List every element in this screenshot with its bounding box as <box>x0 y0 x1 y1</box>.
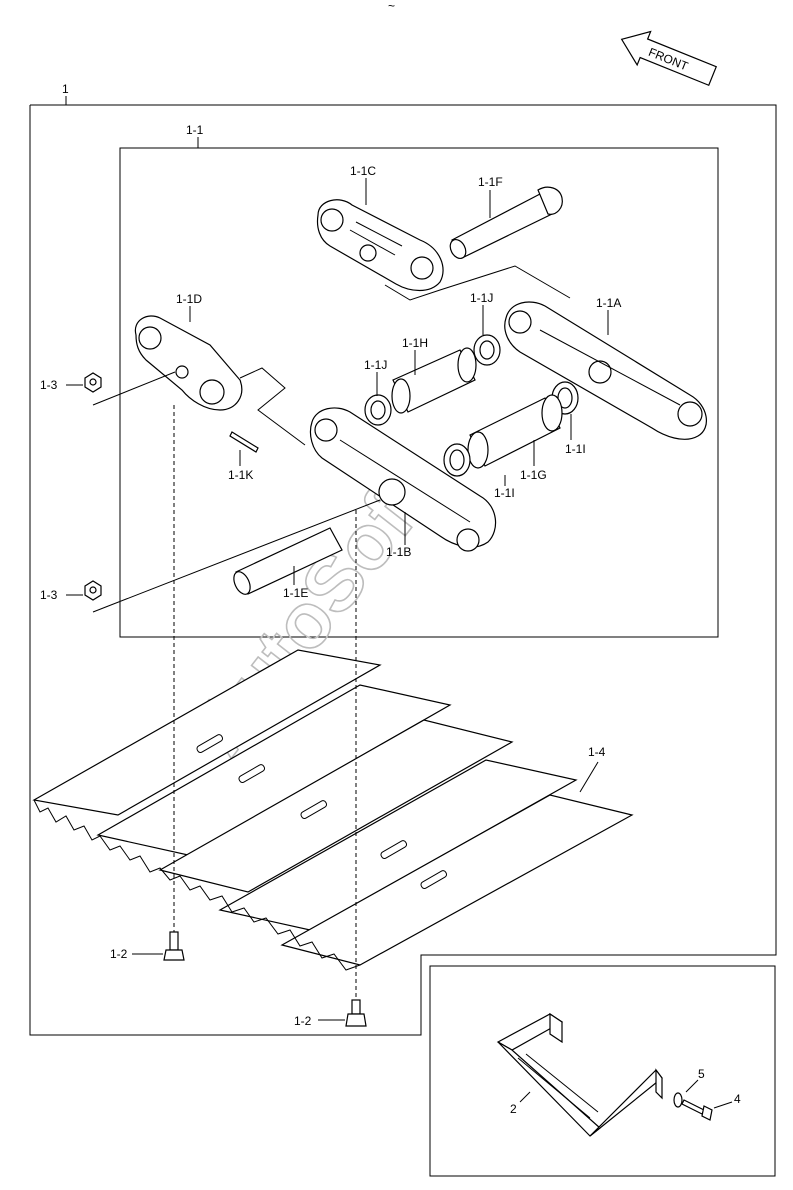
label-chain: 1-1 <box>186 123 204 137</box>
label-bolt-left: 1-2 <box>110 947 128 961</box>
label-step: 2 <box>510 1102 517 1116</box>
label-link-c: 1-1C <box>350 164 376 178</box>
pin-1-1f <box>449 186 563 260</box>
label-pin-k: 1-1K <box>228 468 253 482</box>
spacer-1-1j-left <box>364 394 392 426</box>
label-link-b: 1-1B <box>386 545 411 559</box>
nut-1-3-bottom <box>84 580 102 601</box>
step-2 <box>496 1012 663 1137</box>
label-washer: 5 <box>698 1067 705 1081</box>
bolt-1-2-left <box>163 931 185 961</box>
nut-1-3-top <box>84 372 102 393</box>
pin-1-1k <box>229 431 259 453</box>
label-link-a: 1-1A <box>596 296 621 310</box>
link-1-1a <box>504 301 707 440</box>
label-shoe: 1-4 <box>588 745 606 759</box>
label-spacer-j-top: 1-1J <box>470 291 493 305</box>
label-link-d: 1-1D <box>176 292 202 306</box>
label-seal-i-mid: 1-1I <box>494 486 515 500</box>
label-nut-top: 1-3 <box>40 378 58 392</box>
label-assy: 1 <box>62 82 69 96</box>
step-frame <box>429 965 776 1177</box>
label-bushing-g: 1-1G <box>520 468 547 482</box>
spacer-1-1j-top <box>473 334 501 366</box>
chain-frame <box>119 147 719 638</box>
front-arrow-icon: FRONT <box>620 30 718 87</box>
label-pin-e: 1-1E <box>283 586 308 600</box>
top-mark: ~ <box>388 0 395 13</box>
washer-5 <box>673 1092 683 1108</box>
track-shoes-1-4 <box>32 649 634 971</box>
bolt-1-2-bottom <box>345 999 367 1027</box>
bushing-1-1g <box>467 394 563 469</box>
link-1-1b <box>309 407 497 552</box>
link-1-1d <box>134 315 243 411</box>
link-1-1c <box>316 199 444 292</box>
label-seal-i-right: 1-1I <box>565 442 586 456</box>
pin-1-1e <box>233 527 343 595</box>
bushing-1-1h <box>391 347 477 414</box>
label-bolt-step: 4 <box>734 1092 741 1106</box>
label-bushing-h: 1-1H <box>402 336 428 350</box>
label-nut-bottom: 1-3 <box>40 588 58 602</box>
assembly-frame <box>29 104 777 1036</box>
label-spacer-j-left: 1-1J <box>364 358 387 372</box>
bolt-4 <box>681 1099 713 1121</box>
label-pin-f: 1-1F <box>478 175 503 189</box>
seal-1-1i-mid <box>443 443 471 477</box>
label-bolt-bottom: 1-2 <box>294 1014 312 1028</box>
